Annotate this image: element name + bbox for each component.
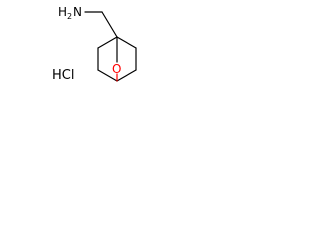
bond-c6-c1 [116,36,137,49]
salt-label: HCl [52,68,74,83]
amine-n-label: N [73,5,82,19]
oxygen-label: O [112,62,121,76]
bond-ch2-c1 [101,11,118,38]
amine-h-label: H [58,5,67,19]
molecule-drawing: H 2 N O HCl [52,5,137,83]
bond-c3-c4 [97,69,118,82]
bond-c1-c2 [97,36,118,49]
structure-canvas: H 2 N O HCl [0,0,200,100]
amine-subscript: 2 [67,12,72,21]
bond-c4-c5 [116,69,137,82]
